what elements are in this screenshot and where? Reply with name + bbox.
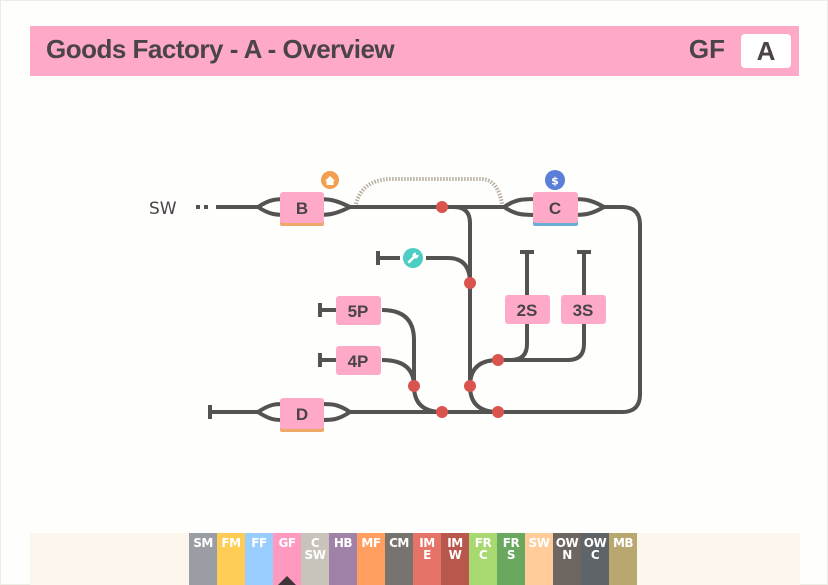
track-3s: [498, 324, 586, 362]
junction-dot[interactable]: [408, 380, 420, 392]
tab-label: C: [310, 536, 320, 550]
tab-sublabel: E: [423, 548, 431, 562]
overpass-hatched: [354, 177, 504, 205]
tab-sublabel: W: [448, 548, 462, 562]
junctions: [408, 201, 504, 418]
station-box-c[interactable]: [533, 192, 578, 223]
tab-label: MF: [361, 536, 381, 550]
station-box-3s[interactable]: [561, 295, 606, 324]
tab-sublabel: N: [562, 548, 572, 562]
tab-label: MB: [612, 536, 634, 550]
svg-text:$: $: [551, 175, 559, 188]
station-label-c: C: [549, 199, 561, 218]
tab-sublabel: SW: [304, 548, 326, 562]
tab-label: SW: [528, 536, 550, 550]
tab-label: FR: [474, 536, 492, 550]
station-label-5p: 5P: [348, 302, 369, 321]
tab-label: HB: [333, 536, 353, 550]
station-3s[interactable]: 3S: [561, 295, 606, 324]
tab-label: FM: [221, 536, 241, 550]
tab-cm[interactable]: CM: [385, 533, 413, 585]
station-box-5p[interactable]: [336, 296, 381, 325]
tab-sm[interactable]: SM: [189, 533, 217, 585]
variant-badge: A: [741, 34, 791, 68]
junction-dot[interactable]: [492, 406, 504, 418]
track-depot-spur: [426, 256, 472, 284]
tab-sublabel: C: [590, 548, 600, 562]
station-5p[interactable]: 5P: [336, 296, 381, 325]
station-box-4p[interactable]: [336, 346, 381, 375]
station-label-4p: 4P: [348, 352, 369, 371]
junction-dot[interactable]: [436, 201, 448, 213]
track-loop-right: [498, 205, 642, 414]
page-title: Goods Factory - A - Overview: [46, 34, 395, 64]
station-d[interactable]: D: [280, 398, 324, 432]
track-trunk: [442, 205, 472, 386]
tab-label: FF: [251, 536, 267, 550]
track-split-d-left: [256, 402, 283, 422]
tab-mf[interactable]: MF: [357, 533, 385, 585]
tab-label: IM: [447, 536, 463, 550]
station-label-3s: 3S: [573, 301, 594, 320]
header-bar: Goods Factory - A - Overview GF A: [30, 26, 799, 76]
station-4p[interactable]: 4P: [336, 346, 381, 375]
station-b[interactable]: B: [280, 192, 324, 226]
tab-sublabel: S: [506, 548, 516, 562]
station-label-2s: 2S: [517, 301, 538, 320]
station-box-2s[interactable]: [505, 295, 550, 324]
track-4p: [381, 358, 416, 387]
junction-dot[interactable]: [464, 380, 476, 392]
tab-sublabel: C: [478, 548, 488, 562]
station-c[interactable]: C: [533, 192, 578, 226]
tab-label: FR: [502, 536, 520, 550]
tab-label: OW: [555, 536, 579, 550]
external-label-sw: SW: [149, 199, 177, 219]
tab-gf[interactable]: GF: [273, 533, 301, 585]
tab-hb[interactable]: HB: [329, 533, 357, 585]
track-2s: [498, 324, 529, 362]
tab-label: IM: [419, 536, 435, 550]
station-label-b: B: [296, 199, 308, 218]
tab-ff[interactable]: FF: [245, 533, 273, 585]
wrench-icon[interactable]: [403, 248, 423, 268]
factory-code: GF: [688, 34, 725, 64]
tab-label: GF: [278, 536, 296, 550]
tab-fm[interactable]: FM: [217, 533, 245, 585]
track-5p: [381, 308, 416, 386]
station-box-b[interactable]: [280, 192, 324, 223]
station-2s[interactable]: 2S: [505, 295, 550, 324]
tab-label: CM: [389, 536, 409, 550]
house-icon: [321, 171, 339, 189]
junction-dot[interactable]: [436, 406, 448, 418]
track-split-d-right: [321, 402, 352, 422]
station-box-d[interactable]: [280, 398, 324, 429]
junction-dot[interactable]: [464, 277, 476, 289]
junction-dot[interactable]: [492, 354, 504, 366]
dollar-icon: $: [545, 170, 565, 190]
station-label-d: D: [296, 405, 308, 424]
tab-label: OW: [583, 536, 607, 550]
tab-sw[interactable]: SW: [525, 533, 553, 585]
tab-mb[interactable]: MB: [609, 533, 637, 585]
active-tab-indicator: [278, 576, 296, 585]
tab-label: SM: [193, 536, 213, 550]
